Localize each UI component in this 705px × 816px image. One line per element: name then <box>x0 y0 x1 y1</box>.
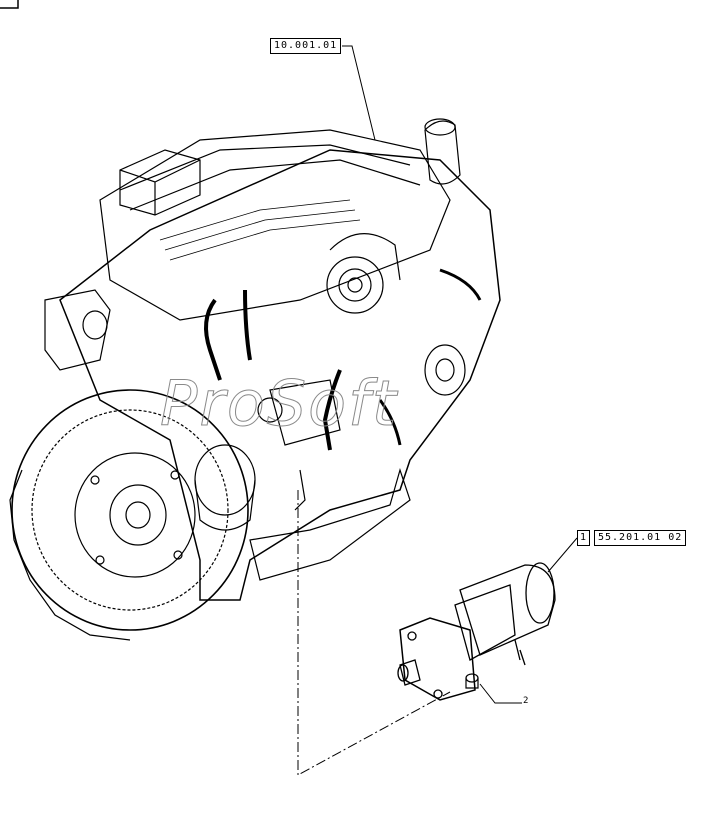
turbocharger <box>326 233 401 314</box>
cylinder-head <box>99 129 451 321</box>
leader-lines <box>342 45 578 704</box>
ecu <box>119 149 201 216</box>
intake-elbow <box>424 120 461 185</box>
bolt-drawing <box>465 673 479 689</box>
frame-corner <box>0 0 19 9</box>
engine-leader <box>342 45 376 141</box>
starter-ref-callout[interactable]: 55.201.01 02 <box>594 530 687 546</box>
starter-flange <box>399 617 476 701</box>
starter-leader <box>547 537 578 573</box>
engine-ref-callout[interactable]: 10.001.01 <box>270 38 342 54</box>
engine-drawing <box>9 118 501 641</box>
engine-block <box>59 149 501 601</box>
flywheel-housing <box>9 389 249 641</box>
installation-axis <box>297 490 451 776</box>
bolt-leader <box>479 683 522 704</box>
bolt-item-label: 2 <box>523 696 529 706</box>
starter-item-callout[interactable]: 1 <box>577 530 591 546</box>
watermark-text: ProSoft <box>160 367 399 440</box>
starter-motor-drawing <box>397 562 556 701</box>
